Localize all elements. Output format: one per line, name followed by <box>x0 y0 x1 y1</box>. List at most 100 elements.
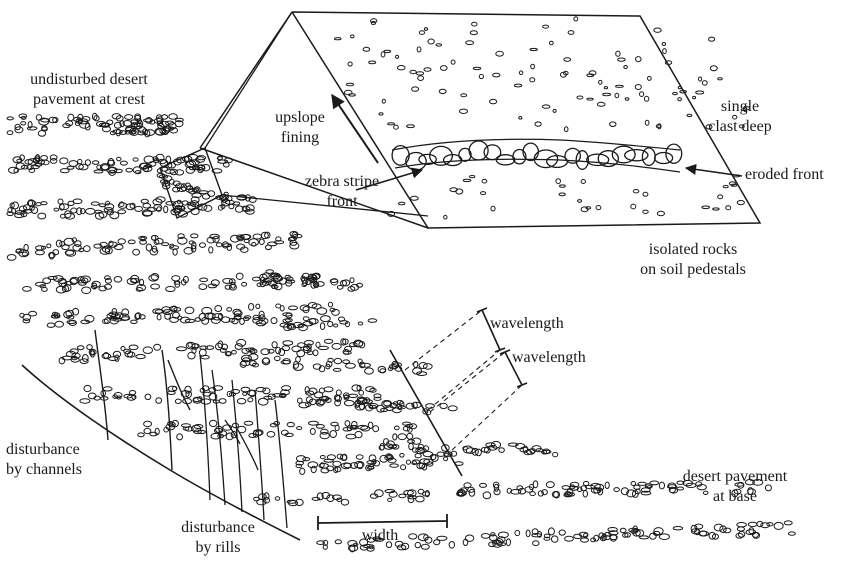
inset-pebble <box>530 48 537 50</box>
inset-pebble <box>399 202 405 205</box>
inset-pebble <box>636 57 642 62</box>
stone <box>172 276 180 281</box>
inset-pebble <box>577 96 583 99</box>
stone <box>341 499 348 505</box>
stone <box>67 321 76 324</box>
stone <box>67 166 74 169</box>
stone <box>448 406 457 411</box>
stone <box>605 482 609 488</box>
inset-pebble <box>514 84 521 87</box>
stone <box>292 346 301 352</box>
stone <box>583 491 587 498</box>
stone <box>620 528 626 532</box>
inset-pebble <box>428 39 434 44</box>
stone <box>7 255 16 261</box>
inset-pebble <box>696 91 704 94</box>
stone <box>440 403 447 408</box>
stone <box>200 243 206 248</box>
stone <box>129 391 135 395</box>
stone <box>141 199 148 203</box>
stone <box>213 236 219 242</box>
inset-pebble <box>610 122 616 127</box>
large-clast <box>534 150 557 168</box>
inset-pebble <box>535 122 541 126</box>
stone <box>249 304 254 311</box>
stone <box>506 539 510 546</box>
inset-pebble <box>493 73 500 77</box>
inset-pebble <box>631 204 636 209</box>
stone <box>761 523 770 528</box>
stone <box>177 434 183 440</box>
stone <box>175 399 181 403</box>
stone <box>486 443 495 447</box>
stone <box>304 341 313 346</box>
stone <box>408 497 414 503</box>
stone <box>343 360 350 364</box>
stone <box>210 420 217 426</box>
stone <box>553 452 558 456</box>
label-eroded-front: eroded front <box>745 165 842 185</box>
inset-pebble <box>441 66 448 71</box>
label-zebra-stripe-front: zebra stripefront <box>292 172 392 212</box>
stone <box>757 521 763 526</box>
label-wavelength-2: wavelength <box>512 348 612 368</box>
inset-pebble <box>645 120 649 125</box>
stone <box>359 390 364 395</box>
stone <box>444 457 448 461</box>
stone <box>87 345 93 350</box>
inset-pebble <box>410 70 416 73</box>
eroded-front-arrow <box>686 168 742 176</box>
stone <box>194 425 203 429</box>
inset-pebble <box>470 31 477 35</box>
stone <box>241 387 250 392</box>
inset-pebble <box>417 47 421 52</box>
stone <box>401 465 406 470</box>
stone <box>47 323 55 327</box>
stone <box>738 531 744 537</box>
stone <box>201 399 210 404</box>
stone <box>320 432 329 438</box>
inset-pebble <box>643 210 648 213</box>
inset-pebble <box>648 76 652 80</box>
inset-pebble <box>351 35 355 38</box>
stone <box>35 250 44 255</box>
inset-pebble <box>564 127 568 132</box>
stone <box>253 234 261 239</box>
inset-pebble <box>396 55 399 58</box>
inset-pebble <box>496 51 504 56</box>
inset-pebble <box>599 80 602 84</box>
stone <box>332 343 341 349</box>
stone <box>356 455 363 460</box>
stone <box>368 319 377 323</box>
stone <box>71 208 77 213</box>
stone <box>240 319 245 325</box>
inset-pebble <box>531 64 535 69</box>
stone <box>244 421 253 425</box>
stone <box>282 346 290 351</box>
stone <box>515 530 520 535</box>
stone <box>788 532 795 535</box>
stone <box>249 354 258 360</box>
inset-pebble <box>369 61 376 64</box>
stone <box>358 322 362 325</box>
stone <box>331 422 338 426</box>
stone <box>318 346 328 349</box>
inset-pebble <box>726 206 731 210</box>
inset-pebble <box>559 193 565 196</box>
stone <box>56 240 62 247</box>
stone <box>12 202 19 209</box>
stone <box>22 252 27 256</box>
stone <box>659 534 669 540</box>
stone <box>256 304 260 308</box>
stone <box>591 538 596 542</box>
inset-pebble <box>410 196 418 200</box>
stone <box>749 528 754 534</box>
stone <box>407 433 413 439</box>
stone <box>84 246 91 252</box>
stone <box>154 344 161 350</box>
label-crest: undisturbed desertpavement at crest <box>0 70 178 110</box>
stone <box>368 422 373 428</box>
stone <box>309 421 319 425</box>
inset-pebble <box>490 99 497 103</box>
